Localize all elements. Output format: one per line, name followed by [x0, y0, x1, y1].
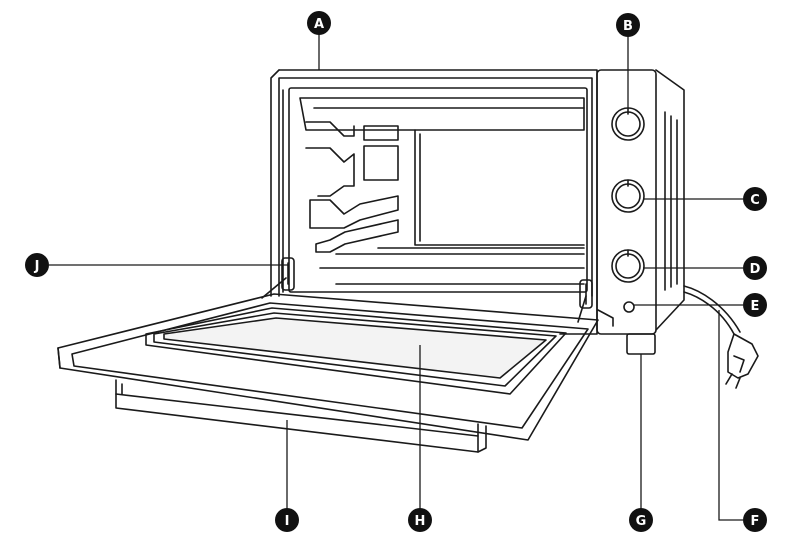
indicator-light: [623, 301, 635, 313]
callout-d: D: [743, 256, 767, 280]
leader-line-f: [718, 310, 743, 521]
temperature-knob[interactable]: [611, 249, 645, 283]
callout-g-letter: G: [636, 514, 647, 529]
callout-d-letter: D: [750, 262, 761, 277]
oven-side-panel: [655, 69, 685, 331]
leader-lines: [49, 23, 743, 521]
callout-c-letter: C: [750, 193, 760, 208]
door-hinge-right: [577, 279, 593, 323]
callout-a-letter: A: [314, 17, 324, 32]
oven-door[interactable]: [57, 293, 599, 453]
power-cord: [683, 285, 741, 335]
control-panel: [596, 69, 657, 335]
callout-j: J: [25, 253, 49, 277]
callout-a: A: [307, 11, 331, 35]
callout-h: H: [408, 508, 432, 532]
door-glass: [163, 317, 547, 379]
callout-g: G: [629, 508, 653, 532]
oven-cavity: [278, 77, 593, 297]
callout-e-letter: E: [751, 299, 760, 314]
callout-e: E: [743, 293, 767, 317]
door-hinge-left: [261, 257, 295, 299]
callout-i-letter: I: [285, 514, 290, 529]
callout-j-letter: J: [34, 259, 40, 274]
callout-f-letter: F: [751, 514, 760, 529]
oven-foot: [626, 333, 656, 355]
power-plug: [725, 333, 759, 389]
function-knob[interactable]: [611, 179, 645, 213]
callout-c: C: [743, 187, 767, 211]
callout-i: I: [275, 508, 299, 532]
callout-h-letter: H: [415, 514, 426, 529]
timer-knob[interactable]: [611, 107, 645, 141]
callout-f: F: [743, 508, 767, 532]
callout-b: B: [616, 13, 640, 37]
callout-b-letter: B: [623, 19, 633, 34]
oven-housing: [270, 69, 656, 355]
